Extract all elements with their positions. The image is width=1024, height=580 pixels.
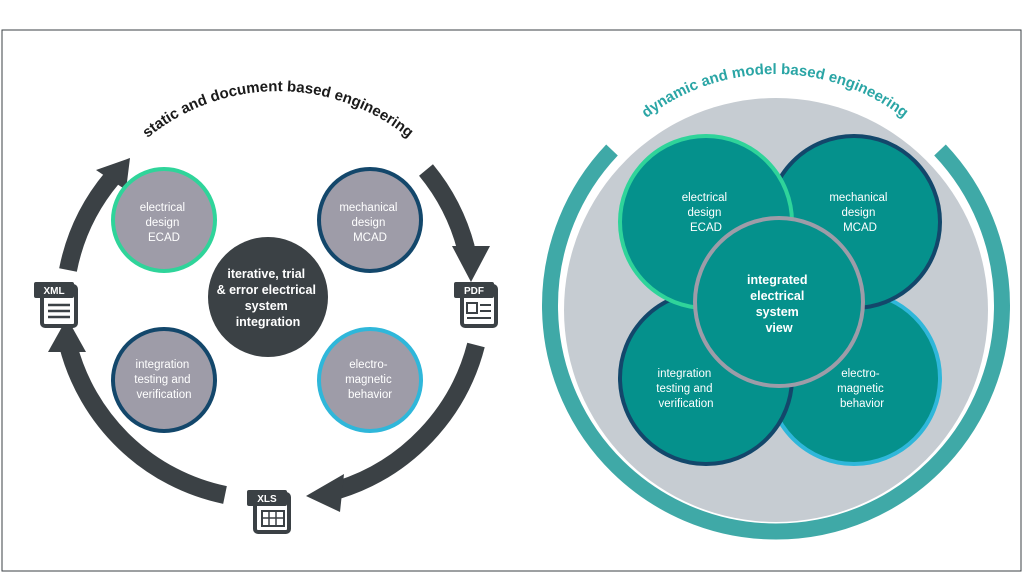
arrow-head-right: [452, 246, 490, 282]
left-circle-testing: [111, 327, 217, 433]
arrow-bottom-left: [59, 342, 227, 504]
right-center-circle: [693, 216, 865, 388]
left-cycle-arrows: [59, 164, 485, 504]
left-circle-mcad: [317, 167, 423, 273]
arrow-bottom-right: [335, 342, 485, 499]
left-circle-em: [317, 327, 423, 433]
arrow-top-left: [59, 172, 119, 272]
left-ecad-label: electrical design ECAD: [140, 202, 189, 244]
right-outer-ring: [542, 144, 1010, 540]
left-mcad-label: mechanical design MCAD: [339, 202, 400, 244]
left-circle-ecad: [111, 167, 217, 273]
arrow-top-right: [418, 164, 475, 251]
xls-doc-icon: XLS: [247, 490, 291, 534]
right-center-label: integrated electrical system view: [747, 273, 811, 335]
pdf-doc-icon: PDF: [454, 282, 498, 328]
xls-label: XLS: [257, 494, 277, 505]
left-testing-label: integration testing and verification: [134, 359, 193, 401]
xml-label: XML: [43, 286, 64, 297]
arrow-head-bottom: [306, 474, 344, 512]
xml-doc-icon: XML: [34, 282, 78, 328]
left-center-label: iterative, trial & error electrical syst…: [217, 267, 320, 329]
left-center-circle: [208, 237, 328, 357]
right-diagram: dynamic and model based engineering elec…: [542, 61, 1010, 540]
left-arrow-heads: [48, 158, 490, 512]
left-em-label: electro- magnetic behavior: [345, 359, 395, 401]
pdf-label: PDF: [464, 286, 484, 297]
right-em-label: electro- magnetic behavior: [837, 368, 887, 410]
right-mcad-label: mechanical design MCAD: [829, 192, 890, 234]
right-ecad-label: electrical design ECAD: [682, 192, 731, 234]
right-testing-label: integration testing and verification: [656, 368, 715, 410]
arrow-head-left: [48, 318, 86, 352]
arrow-head-topleft: [96, 158, 130, 190]
